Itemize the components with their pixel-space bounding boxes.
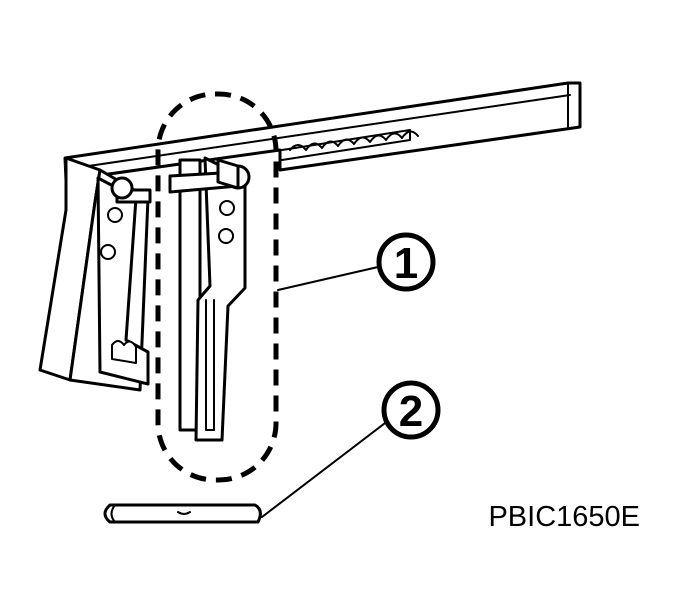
callout-1-leader <box>277 266 379 291</box>
attachment-part <box>168 156 251 442</box>
tool-bar <box>63 81 582 182</box>
figure-code: PBIC1650E <box>488 501 640 533</box>
callout-2-leader <box>261 419 390 518</box>
callout-2: 2 <box>381 380 441 440</box>
callout-1: 1 <box>376 232 436 292</box>
tool-left-holder <box>38 156 152 392</box>
callout-1-label: 1 <box>394 239 418 288</box>
pin-part <box>103 503 262 524</box>
callout-2-label: 2 <box>399 387 423 436</box>
highlight-outline <box>155 91 279 483</box>
